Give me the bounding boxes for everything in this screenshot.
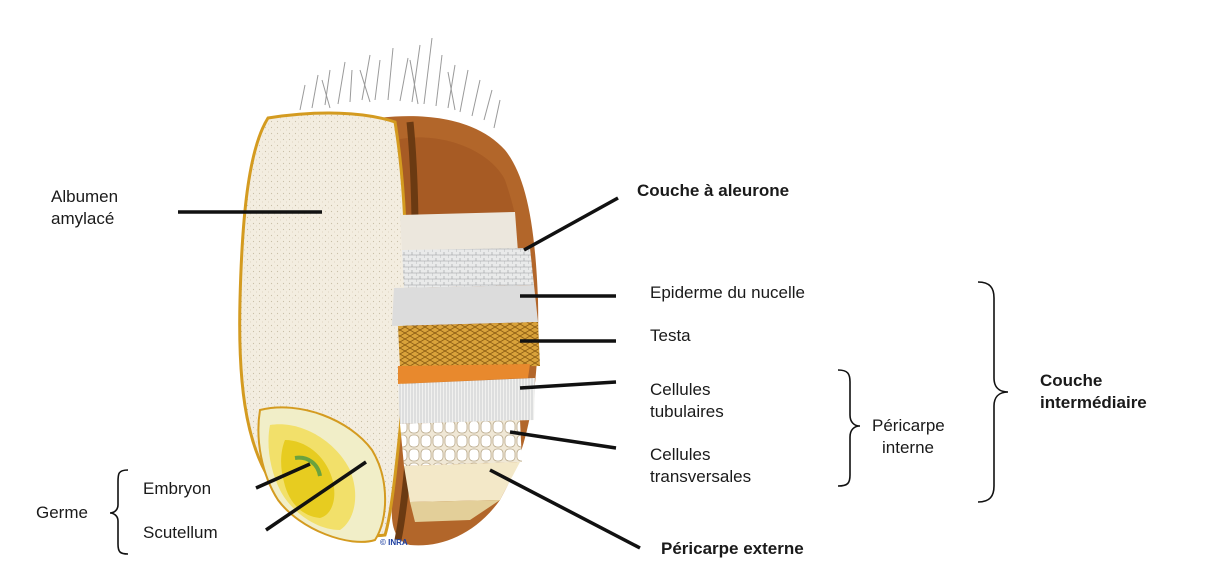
label-couche-int-line1: Couche [1040, 370, 1147, 392]
leader-aleurone [524, 198, 618, 250]
label-pericarpe-interne-line2: interne [872, 437, 945, 459]
credit-stamp: © INRA [380, 538, 408, 547]
label-scutellum: Scutellum [143, 522, 218, 544]
label-transversales-line2: transversales [650, 466, 751, 488]
leader-pericarpe-externe [490, 470, 640, 548]
label-testa: Testa [650, 325, 691, 347]
label-pericarpe-interne: Péricarpe interne [872, 415, 945, 459]
label-transversales-line1: Cellules [650, 444, 751, 466]
label-germe: Germe [36, 502, 88, 524]
label-couche-int-line2: intermédiaire [1040, 392, 1147, 414]
layer-stack [392, 212, 540, 522]
brace-pericarpe-interne [838, 370, 860, 486]
leader-transversales [510, 432, 616, 448]
label-tubulaires-line1: Cellules [650, 379, 724, 401]
brace-germe [110, 470, 128, 554]
label-albumen-line2: amylacé [51, 208, 118, 230]
label-tubulaires: Cellules tubulaires [650, 379, 724, 423]
label-transversales: Cellules transversales [650, 444, 751, 488]
label-pericarpe-externe: Péricarpe externe [661, 538, 804, 560]
label-aleurone: Couche à aleurone [637, 180, 789, 202]
label-albumen-line1: Albumen [51, 186, 118, 208]
label-albumen: Albumen amylacé [51, 186, 118, 230]
label-tubulaires-line2: tubulaires [650, 401, 724, 423]
label-embryon: Embryon [143, 478, 211, 500]
brace-couche-intermediaire [978, 282, 1008, 502]
label-couche-intermediaire: Couche intermédiaire [1040, 370, 1147, 414]
label-epiderme: Epiderme du nucelle [650, 282, 805, 304]
label-pericarpe-interne-line1: Péricarpe [872, 415, 945, 437]
